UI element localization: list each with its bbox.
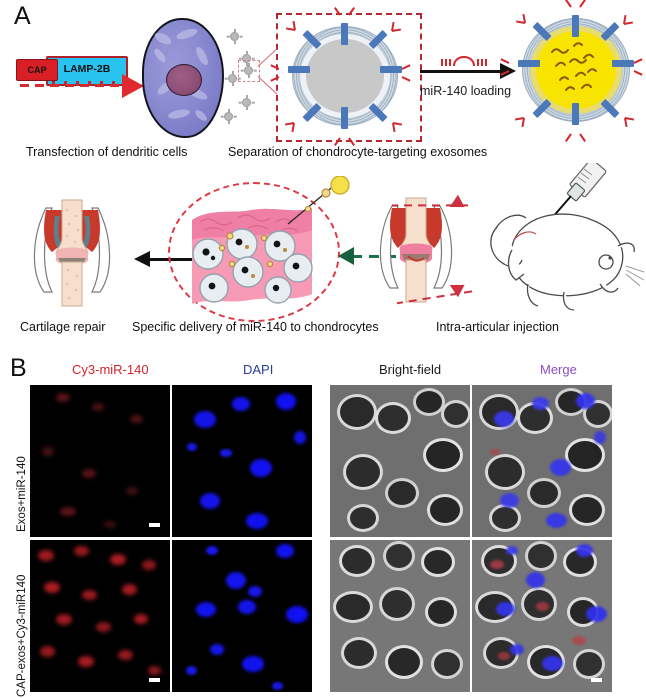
knee-joint-injected [379, 197, 453, 303]
caption-separation: Separation of chondrocyte-targeting exos… [228, 145, 488, 159]
loading-arrow [420, 70, 506, 73]
column-header-dapi: DAPI [243, 362, 274, 377]
cap-lamp2b-construct: LAMP-2B CAP [16, 56, 128, 86]
knee-joint-repaired [33, 199, 111, 307]
panel-a: A LAMP-2B CAP [0, 0, 646, 348]
column-header-cy3: Cy3-miR-140 [72, 362, 149, 377]
exosome-particle-highlight [240, 63, 257, 78]
tile-row1-dapi [172, 385, 312, 537]
tile-row2-merge [472, 540, 612, 692]
cartilage-tissue-illustration [192, 208, 313, 304]
panel-a-letter: A [14, 2, 31, 30]
delivery-dashed-arrow [352, 255, 404, 258]
tile-row1-merge [472, 385, 612, 537]
scale-bar [149, 523, 160, 527]
tile-row2-cy3 [30, 540, 170, 692]
delivery-arrowhead [338, 247, 354, 265]
repair-arrowhead [134, 251, 150, 267]
dendritic-cell [142, 18, 224, 138]
exosome-particle [226, 29, 243, 44]
lamp2b-box: LAMP-2B [46, 56, 128, 86]
cap-label: CAP [27, 65, 47, 75]
caption-specific-delivery: Specific delivery of miR-140 to chondroc… [132, 320, 379, 334]
exosome-entry-pointer [287, 176, 350, 225]
mouse-illustration [490, 213, 645, 311]
panel-b-letter: B [10, 354, 27, 382]
mir140-loaded-exosome [500, 0, 643, 142]
exosome-particle [238, 51, 255, 66]
scale-bar [591, 678, 602, 682]
loading-label: miR-140 loading [420, 84, 512, 98]
cell-nucleus [166, 64, 202, 96]
tile-row1-brightfield [330, 385, 470, 537]
chondrocyte-targeting-exosome [270, 7, 411, 146]
syringe-icon [551, 163, 607, 219]
mirna-hairpin-icon [441, 56, 487, 67]
zoom-selection-box [238, 60, 260, 82]
panel-b: B Cy3-miR-140 DAPI Bright-field Merge Ex… [0, 352, 646, 698]
mirna-cargo-icon [551, 42, 597, 91]
caption-injection: Intra-articular injection [436, 320, 559, 334]
column-header-brightfield: Bright-field [379, 362, 442, 377]
row-label-cap-exos: CAP-exos+Cy3-miR140 [16, 574, 28, 697]
scale-bar [149, 678, 160, 682]
cap-box: CAP [16, 59, 58, 81]
tile-row2-brightfield [330, 540, 470, 692]
column-header-merge: Merge [540, 362, 577, 377]
caption-transfection: Transfection of dendritic cells [26, 145, 188, 159]
tile-row2-dapi [172, 540, 312, 692]
exosome-particle [238, 95, 255, 110]
transfection-arrowhead [122, 74, 144, 98]
lamp2b-label: LAMP-2B [63, 63, 111, 75]
row-label-exos: Exos+miR-140 [16, 456, 28, 532]
transfection-dashed-line [20, 84, 128, 87]
caption-cartilage-repair: Cartilage repair [20, 320, 106, 334]
exosome-particle [220, 109, 237, 124]
tile-row1-cy3 [30, 385, 170, 537]
exosome-particle [224, 71, 241, 86]
